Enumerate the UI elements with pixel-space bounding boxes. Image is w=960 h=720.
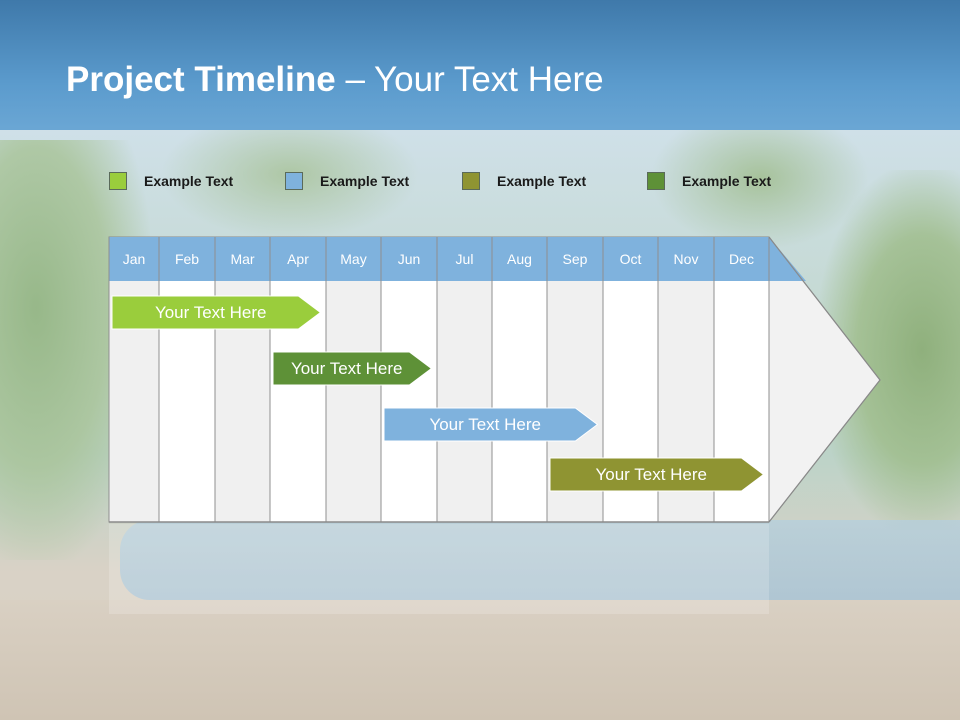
foliage-left	[0, 140, 150, 560]
legend-item: Example Text	[647, 171, 771, 191]
pool-water	[120, 520, 960, 600]
legend-swatch	[285, 172, 303, 190]
slide-title-rest: – Your Text Here	[345, 60, 604, 99]
legend-item: Example Text	[285, 171, 409, 191]
foliage-right	[820, 170, 960, 530]
slide-title-bold: Project Timeline	[66, 60, 336, 99]
legend-label: Example Text	[497, 173, 587, 189]
legend-swatch	[647, 172, 665, 190]
pool-deck	[0, 600, 960, 720]
sky-band	[0, 0, 960, 140]
legend-item: Example Text	[109, 171, 233, 191]
legend-label: Example Text	[144, 173, 234, 189]
legend-label: Example Text	[320, 173, 410, 189]
legend-swatch	[109, 172, 127, 190]
legend-swatch	[462, 172, 480, 190]
slide-title: Project Timeline – Your Text Here	[66, 58, 604, 102]
legend-item: Example Text	[462, 171, 586, 191]
legend-label: Example Text	[682, 173, 772, 189]
